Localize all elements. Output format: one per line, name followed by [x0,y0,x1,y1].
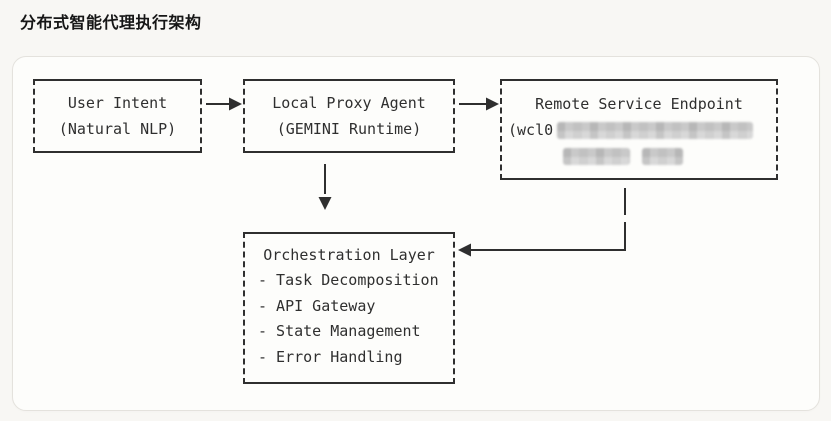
node-local-proxy-line1: Local Proxy Agent [272,94,426,112]
node-user-intent-line2: (Natural NLP) [58,120,177,138]
node-remote-service-endpoint: Remote Service Endpoint (wcl0 [500,79,778,180]
node-orchestration-title: Orchestration Layer [263,246,435,264]
redacted-text-block [557,121,754,139]
node-orchestration-layer: Orchestration Layer - Task Decomposition… [243,232,455,384]
node-remote-endpoint-line2: (wcl0 [502,117,776,143]
orchestration-item: - Task Decomposition [258,271,439,290]
node-remote-endpoint-line3 [502,143,776,169]
page-title: 分布式智能代理执行架构 [20,13,202,32]
orchestration-item: - API Gateway [258,296,376,315]
orchestration-item: - State Management [258,322,421,341]
node-remote-endpoint-line1: Remote Service Endpoint [535,95,743,113]
orchestration-item: - Error Handling [258,347,403,366]
node-user-intent: User Intent (Natural NLP) [33,79,202,153]
redacted-text-block [563,147,630,165]
node-remote-endpoint-line2-prefix: (wcl0 [508,121,554,139]
node-user-intent-line1: User Intent [67,94,168,112]
redacted-text-block [642,147,683,165]
node-local-proxy-agent: Local Proxy Agent (GEMINI Runtime) [243,79,455,153]
node-local-proxy-line2: (GEMINI Runtime) [276,120,422,138]
